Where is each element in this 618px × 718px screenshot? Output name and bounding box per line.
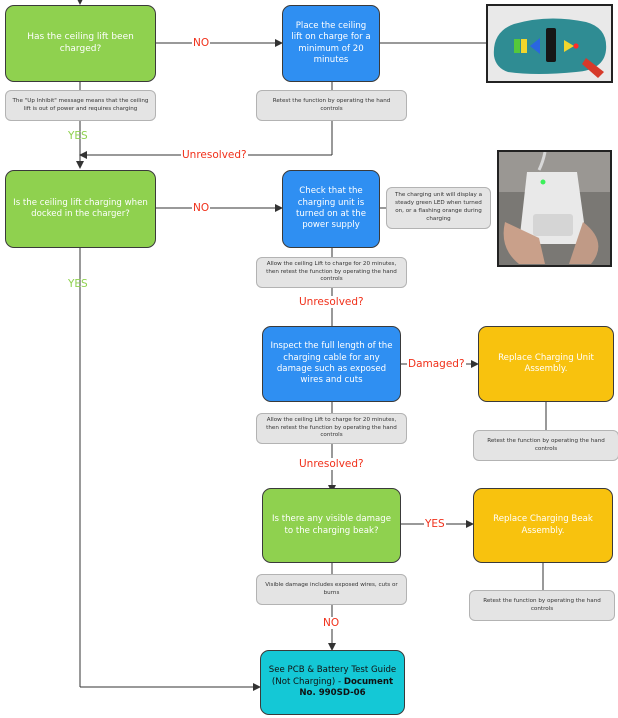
label-yes-2: YES [68, 278, 88, 290]
charging-unit-photo [497, 150, 612, 267]
label-unresolved-3: Unresolved? [298, 458, 365, 470]
note-up-inhibit-text: The "Up Inhibit" message means that the … [12, 97, 149, 112]
label-no-1: NO [192, 37, 211, 49]
label-unresolved-1: Unresolved? [181, 149, 248, 161]
note-retest-unit: Retest the function by operating the han… [473, 430, 618, 461]
action-check-charging-unit-text: Check that the charging unit is turned o… [295, 186, 367, 231]
note-allow-charge-1: Allow the ceiling Lift to charge for 20 … [256, 257, 407, 288]
terminal-guide-document: Document No. 990SD-06 [299, 676, 394, 699]
note-retest-beak-text: Retest the function by operating the han… [483, 597, 601, 612]
note-visible-damage-text: Visible damage includes exposed wires, c… [265, 581, 398, 596]
action-place-on-charge-text: Place the ceiling lift on charge for a m… [291, 20, 371, 65]
note-up-inhibit: The "Up Inhibit" message means that the … [5, 90, 156, 121]
terminal-see-test-guide: See PCB & Battery Test Guide (Not Chargi… [260, 650, 405, 715]
action-replace-charging-unit-text: Replace Charging Unit Assembly. [498, 352, 594, 374]
action-place-on-charge: Place the ceiling lift on charge for a m… [282, 5, 380, 82]
action-replace-charging-beak: Replace Charging Beak Assembly. [473, 488, 613, 563]
decision-ceiling-lift-charged-text: Has the ceiling lift been charged? [27, 31, 134, 54]
note-retest-beak: Retest the function by operating the han… [469, 590, 615, 621]
action-replace-charging-beak-text: Replace Charging Beak Assembly. [493, 514, 593, 536]
note-allow-charge-2-text: Allow the ceiling Lift to charge for 20 … [266, 416, 397, 439]
terminal-guide-prefix: See PCB & Battery Test Guide (Not Chargi… [268, 665, 397, 687]
note-led-info: The charging unit will display a steady … [386, 187, 491, 229]
decision-charging-when-docked-text: Is the ceiling lift charging when docked… [13, 197, 148, 219]
note-allow-charge-2: Allow the ceiling Lift to charge for 20 … [256, 413, 407, 444]
decision-beak-damage-text: Is there any visible damage to the charg… [271, 514, 392, 536]
action-replace-charging-unit: Replace Charging Unit Assembly. [478, 326, 614, 402]
decision-ceiling-lift-charged: Has the ceiling lift been charged? [5, 5, 156, 82]
decision-charging-when-docked: Is the ceiling lift charging when docked… [5, 170, 156, 248]
label-damaged: Damaged? [407, 358, 466, 370]
label-no-2: NO [192, 202, 211, 214]
note-led-info-text: The charging unit will display a steady … [394, 192, 483, 222]
note-retest-1: Retest the function by operating the han… [256, 90, 407, 121]
action-check-charging-unit: Check that the charging unit is turned o… [282, 170, 380, 248]
note-visible-damage: Visible damage includes exposed wires, c… [256, 574, 407, 605]
action-inspect-cable: Inspect the full length of the charging … [262, 326, 401, 402]
action-inspect-cable-text: Inspect the full length of the charging … [270, 341, 393, 386]
ceiling-lift-charging-photo [486, 4, 613, 83]
decision-beak-damage: Is there any visible damage to the charg… [262, 488, 401, 563]
label-no-3: NO [322, 617, 341, 629]
note-retest-unit-text: Retest the function by operating the han… [487, 437, 605, 452]
label-yes-3: YES [424, 518, 446, 530]
note-retest-1-text: Retest the function by operating the han… [272, 97, 391, 112]
note-allow-charge-1-text: Allow the ceiling Lift to charge for 20 … [266, 260, 397, 283]
label-unresolved-2: Unresolved? [298, 296, 365, 308]
terminal-see-test-guide-text: See PCB & Battery Test Guide (Not Chargi… [267, 665, 398, 699]
label-yes-1: YES [68, 130, 88, 142]
